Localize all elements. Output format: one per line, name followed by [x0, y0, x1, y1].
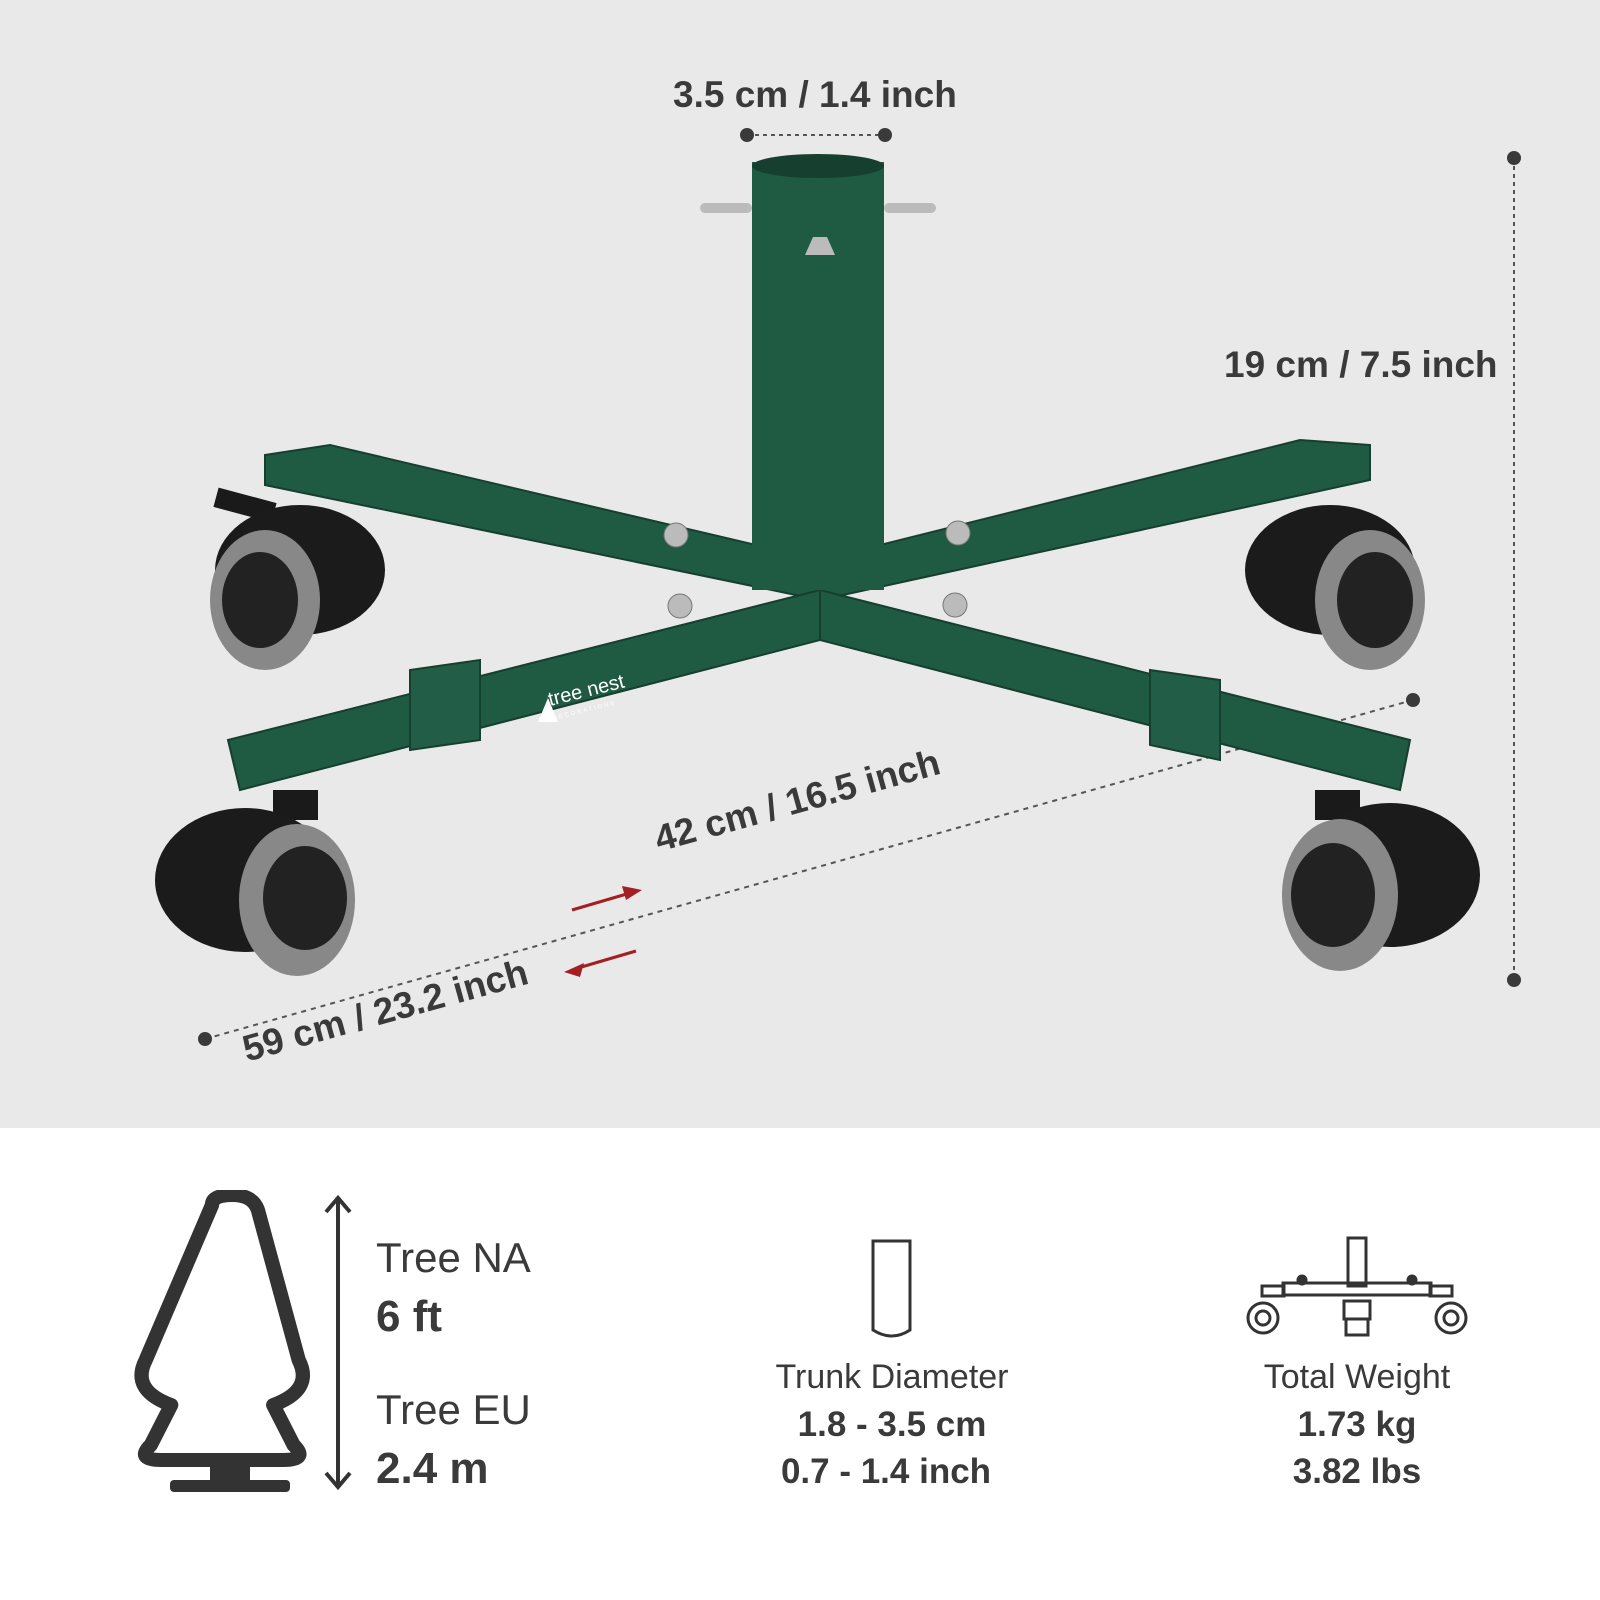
trunk-opening-dimension-line — [740, 128, 892, 142]
trunk-inch-value: 0.7 - 1.4 inch — [780, 1452, 992, 1491]
tree-icon — [134, 1190, 352, 1492]
caster-wheel — [1282, 790, 1480, 971]
caster-wheel — [155, 790, 355, 976]
tree-eu-label: Tree EU — [376, 1386, 531, 1433]
height-dimension-line — [1507, 151, 1521, 987]
trunk-icon — [871, 1239, 912, 1338]
weight-lbs-value: 3.82 lbs — [1292, 1452, 1422, 1491]
weight-kg-value: 1.73 kg — [1297, 1405, 1417, 1444]
tree-na-value: 6 ft — [376, 1292, 442, 1341]
trunk-diameter-label: Trunk Diameter — [775, 1358, 1009, 1396]
trunk-pipe — [700, 154, 936, 590]
stand-legs — [226, 438, 1412, 792]
span-dimension-line — [198, 693, 1420, 1046]
height-label: 19 cm / 7.5 inch — [1224, 344, 1498, 385]
red-arrows — [564, 886, 642, 977]
bolts — [663, 520, 971, 619]
tree-stand-illustration: tree nest DECORATIONS — [155, 128, 1521, 1046]
caster-wheel — [210, 487, 385, 670]
tree-eu-value: 2.4 m — [376, 1444, 489, 1493]
trunk-cm-value: 1.8 - 3.5 cm — [797, 1405, 987, 1444]
total-weight-label: Total Weight — [1263, 1358, 1451, 1396]
tree-na-label: Tree NA — [376, 1234, 531, 1281]
stand-weight-icon — [1246, 1236, 1468, 1337]
trunk-opening-label: 3.5 cm / 1.4 inch — [673, 74, 957, 115]
caster-wheel — [1245, 505, 1425, 670]
